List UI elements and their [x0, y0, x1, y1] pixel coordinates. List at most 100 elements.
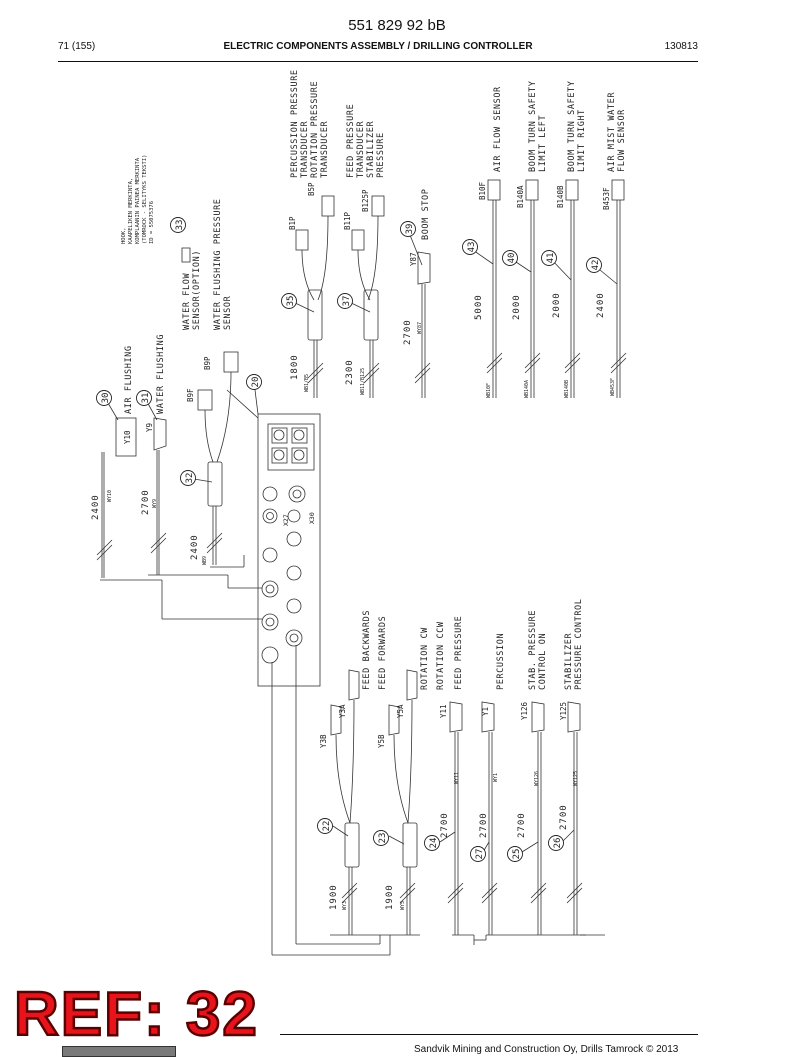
designator-x27: X27 [282, 514, 290, 526]
designator-b9p: B9P [203, 356, 212, 370]
designator-b1p: B1P [288, 216, 297, 230]
designator-y9: Y9 [145, 423, 154, 432]
length-27: 2700 [479, 812, 489, 838]
document-code: 130813 [664, 41, 698, 52]
wire-37: WB11/B125 [360, 368, 366, 395]
label-water-flow-sensor: WATER FLOW [182, 273, 192, 330]
callout-31: 31 [141, 393, 151, 404]
callout-41: 41 [546, 253, 556, 264]
wire-32: WB9 [202, 556, 208, 565]
designator-y1: Y1 [481, 707, 490, 716]
designator-y10: Y10 [123, 430, 132, 444]
label-pressure-control: PRESSURE CONTROL [574, 599, 584, 690]
designator-y11: Y11 [439, 704, 448, 718]
brand-logo [62, 1046, 176, 1057]
callout-35: 35 [286, 296, 296, 307]
callout-25: 25 [512, 849, 522, 860]
designator-b140b: B140B [556, 185, 565, 208]
label-stab-pressure: STAB. PRESSURE [528, 610, 538, 690]
designator-y5b: Y5B [377, 734, 386, 748]
label-water-flow-sensor-option: SENSOR(OPTION) [192, 250, 202, 330]
designator-b10f: B10F [478, 181, 487, 200]
wire-23: WY5 [400, 901, 406, 910]
label-stabilizer-b: STABILIZER [564, 633, 574, 690]
callout-37: 37 [342, 296, 352, 307]
label-feed-pressure: FEED PRESSURE [346, 104, 356, 178]
wire-22: WY3 [342, 901, 348, 910]
callout-26: 26 [553, 838, 563, 849]
callout-27: 27 [475, 849, 485, 860]
wire-39: WY87 [417, 322, 423, 334]
designator-x30: X30 [308, 512, 316, 524]
length-41: 2000 [552, 292, 562, 318]
label-air-mist-water: AIR MIST WATER [607, 92, 617, 172]
label-transducer-1: TRANSDUCER [300, 121, 310, 178]
length-23: 1900 [385, 884, 395, 910]
designator-y87: Y87 [409, 252, 418, 266]
note-hook-4: (TOMROCK - SELITYKS TEKSTI) [142, 155, 148, 244]
callout-43: 43 [467, 242, 477, 253]
length-30: 2400 [91, 494, 101, 520]
label-water-flushing: WATER FLUSHING [156, 334, 166, 414]
callout-33: 33 [175, 220, 185, 231]
callout-30: 30 [101, 393, 111, 404]
label-water-flushing-pressure: WATER FLUSHING PRESSURE [213, 198, 223, 330]
label-stabilizer: STABILIZER [366, 121, 376, 178]
wire-43: WB10F [486, 383, 492, 398]
label-control-on: CONTROL ON [538, 633, 548, 690]
callout-23: 23 [378, 833, 388, 844]
callout-42: 42 [591, 260, 601, 271]
wire-27: WY1 [493, 773, 499, 782]
wire-26: WY125 [573, 771, 579, 786]
length-37: 2300 [345, 359, 355, 385]
callout-24: 24 [429, 838, 439, 849]
label-air-flow-sensor: AIR FLOW SENSOR [493, 86, 503, 172]
designator-y3a: Y3A [338, 704, 347, 718]
label-rotation-pressure: ROTATION PRESSURE [310, 81, 320, 178]
page-number: 71 (155) [58, 41, 96, 52]
label-boom-stop: BOOM STOP [421, 189, 431, 240]
length-32: 2400 [190, 534, 200, 560]
label-feed-pressure-b: FEED PRESSURE [454, 616, 464, 690]
designator-b11p: B11P [343, 211, 352, 230]
callout-32: 32 [185, 473, 195, 484]
designator-y3b: Y3B [319, 734, 328, 748]
note-hook-2: KAAPELIKEN MERKINTA, [128, 178, 134, 244]
designator-y125: Y125 [559, 702, 568, 720]
label-limit-right: LIMIT RIGHT [577, 109, 587, 172]
ref-stamp: REF: 32 [13, 980, 259, 1049]
wire-42: WB453F [610, 378, 616, 396]
callout-22: 22 [322, 821, 332, 832]
length-40: 2000 [512, 294, 522, 320]
note-hook-5: ID = 55075376 [149, 201, 155, 244]
header-rule [58, 61, 698, 62]
wire-31: WY9 [152, 499, 158, 508]
footer-rule [280, 1034, 698, 1035]
callout-40: 40 [507, 253, 517, 264]
label-boom-turn-right: BOOM TURN SAFETY [567, 81, 577, 172]
label-transducer-2: TRANSDUCER [320, 121, 330, 178]
wire-40: WB140A [524, 380, 530, 398]
page-title: ELECTRIC COMPONENTS ASSEMBLY / DRILLING … [223, 41, 533, 52]
label-water-flushing-pressure-sensor: SENSOR [223, 295, 233, 330]
designator-b5p: B5P [307, 182, 316, 196]
designator-b9f: B9F [186, 388, 195, 402]
label-flow-sensor: FLOW SENSOR [617, 109, 627, 172]
document-number: 551 829 92 bB [348, 17, 446, 34]
length-31: 2700 [141, 489, 151, 515]
designator-y126: Y126 [520, 701, 529, 720]
designator-y5a: Y5A [396, 704, 405, 718]
callout-20: 20 [251, 377, 261, 388]
length-26: 2700 [559, 804, 569, 830]
note-hook-1: HOOK, [121, 227, 127, 244]
length-39: 2700 [403, 319, 413, 345]
label-transducer-3: TRANSDUCER [356, 121, 366, 178]
note-hook-3: KOMPLAANIN PAINEA MERKINTA [135, 157, 141, 244]
wire-35: WB1/B5 [304, 374, 310, 392]
length-43: 5000 [474, 294, 484, 320]
callout-39: 39 [405, 224, 415, 235]
length-22: 1900 [329, 884, 339, 910]
footer-copyright: Sandvik Mining and Construction Oy, Dril… [414, 1044, 679, 1055]
length-35: 1800 [290, 354, 300, 380]
